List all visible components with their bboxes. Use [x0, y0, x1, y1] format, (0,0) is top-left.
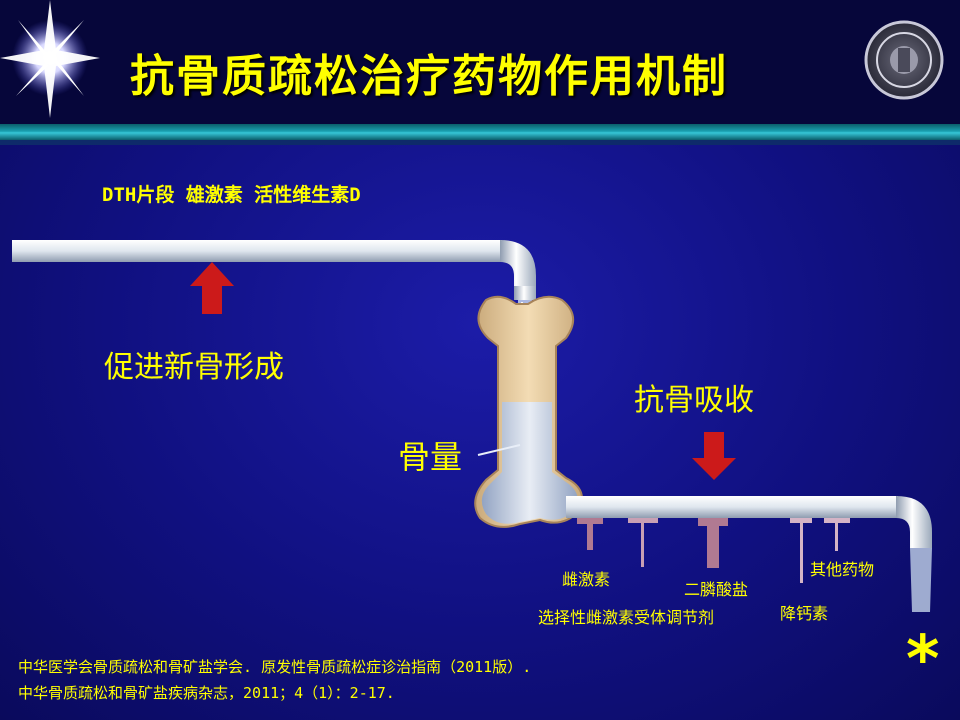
- down-arrow-icon: [692, 432, 736, 480]
- valve-bisphosphonate: [698, 518, 728, 568]
- anti-resorption-label: 抗骨吸收: [634, 383, 754, 418]
- promote-formation-label: 促进新骨形成: [104, 350, 284, 385]
- page-title: 抗骨质疏松治疗药物作用机制: [130, 51, 728, 102]
- up-arrow-icon: [190, 262, 234, 314]
- bone-mass-label: 骨量: [398, 438, 463, 476]
- header-stripe-dark: [0, 140, 960, 145]
- resorption-pipe: [566, 496, 932, 612]
- header-band: [0, 0, 960, 124]
- formation-pipe: [12, 240, 536, 300]
- other-drugs-label: 其他药物: [810, 560, 875, 579]
- valve-other: [824, 518, 850, 551]
- calcitonin-label: 降钙素: [780, 604, 829, 623]
- bone-icon: [474, 295, 583, 528]
- reference-1: 中华医学会骨质疏松和骨矿盐学会. 原发性骨质疏松症诊治指南（2011版）.: [18, 658, 532, 676]
- asterisk-mark: *: [906, 623, 940, 697]
- bone-formation-drugs: DTH片段 雄激素 活性维生素D: [102, 184, 361, 206]
- header-stripe: [0, 124, 960, 140]
- valve-serm: [628, 518, 658, 567]
- serm-label: 选择性雌激素受体调节剂: [538, 608, 715, 627]
- valve-calcitonin: [790, 518, 812, 583]
- bisphosphonate-label: 二膦酸盐: [684, 580, 749, 599]
- valve-estrogen: [577, 518, 603, 550]
- university-seal-icon: [864, 20, 944, 100]
- reference-2: 中华骨质疏松和骨矿盐疾病杂志，2011；4（1）：2-17.: [18, 684, 395, 702]
- estrogen-label: 雌激素: [562, 570, 611, 589]
- star-burst-icon: [0, 0, 100, 118]
